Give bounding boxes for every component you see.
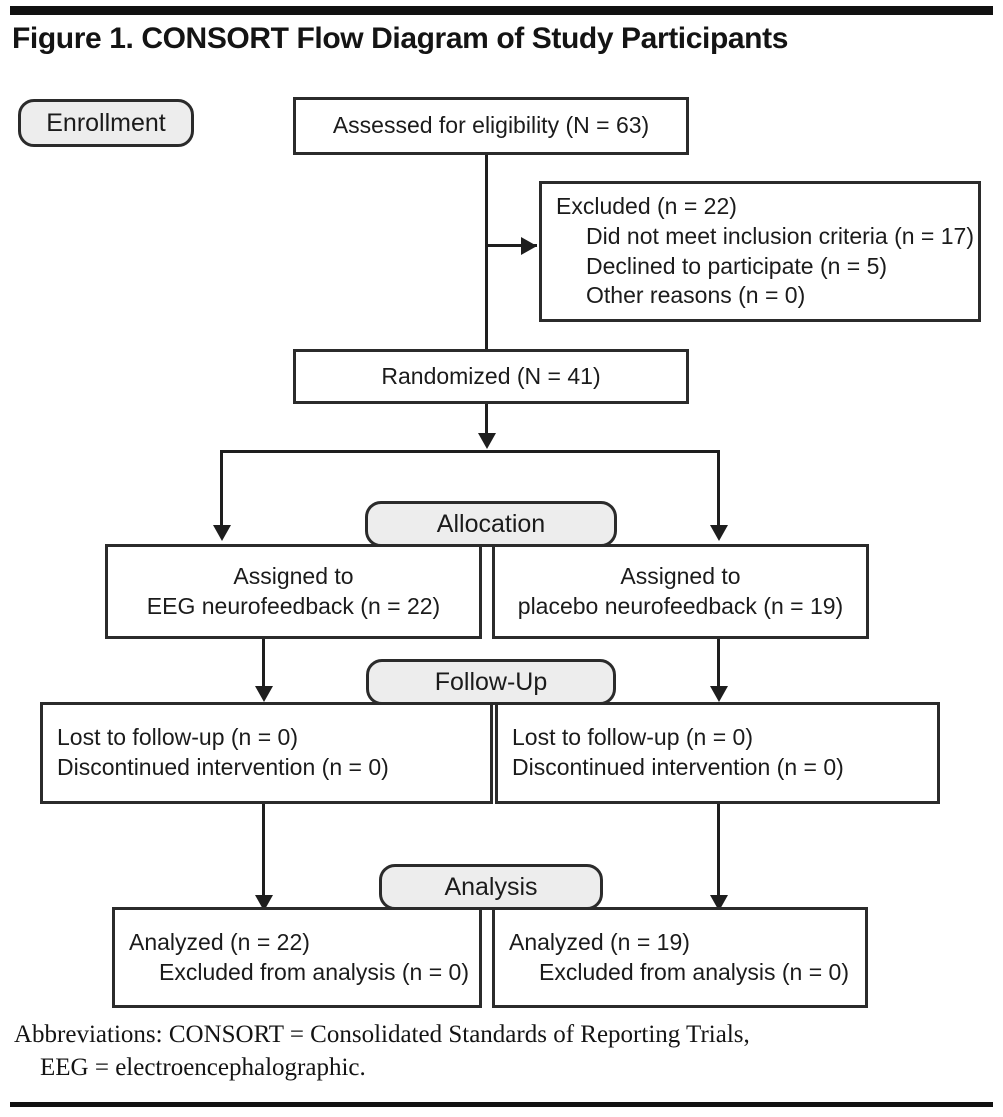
node-followup-right: Lost to follow-up (n = 0) Discontinued i… bbox=[495, 702, 940, 804]
connector-split-bar bbox=[220, 450, 720, 453]
page-title: Figure 1. CONSORT Flow Diagram of Study … bbox=[12, 22, 788, 55]
arrowhead-randomized-split-icon bbox=[478, 433, 496, 449]
node-excluded-line-3: Declined to participate (n = 5) bbox=[586, 252, 888, 279]
arrowhead-to-followup-left-icon bbox=[255, 686, 273, 702]
arrowhead-to-allocated-right-icon bbox=[710, 525, 728, 541]
arrowhead-to-allocated-left-icon bbox=[213, 525, 231, 541]
node-excluded-line-4: Other reasons (n = 0) bbox=[586, 282, 806, 309]
node-analyzed-left: Analyzed (n = 22) Excluded from analysis… bbox=[112, 907, 482, 1008]
node-excluded-line-1: Excluded (n = 22) bbox=[556, 192, 737, 219]
stage-label-analysis: Analysis bbox=[379, 864, 603, 910]
node-analyzed-left-line-2: Excluded from analysis (n = 0) bbox=[159, 958, 469, 985]
node-allocated-right: Assigned to placebo neurofeedback (n = 1… bbox=[492, 544, 869, 639]
node-analyzed-right-line-1: Analyzed (n = 19) bbox=[509, 928, 690, 955]
connector-followup-right-to-analysis bbox=[717, 804, 720, 900]
arrowhead-to-excluded-icon bbox=[521, 237, 537, 255]
connector-assessed-to-randomized bbox=[485, 155, 488, 349]
stage-label-allocation: Allocation bbox=[365, 501, 617, 547]
node-analyzed-left-line-1: Analyzed (n = 22) bbox=[129, 928, 310, 955]
node-randomized: Randomized (N = 41) bbox=[293, 349, 689, 404]
node-assessed-for-eligibility: Assessed for eligibility (N = 63) bbox=[293, 97, 689, 155]
stage-label-follow-up: Follow-Up bbox=[366, 659, 616, 705]
connector-randomized-down bbox=[485, 404, 488, 440]
node-allocated-left: Assigned to EEG neurofeedback (n = 22) bbox=[105, 544, 482, 639]
connector-allocated-left-to-followup bbox=[262, 639, 265, 691]
connector-followup-left-to-analysis bbox=[262, 804, 265, 900]
node-excluded: Excluded (n = 22) Did not meet inclusion… bbox=[539, 181, 981, 322]
node-followup-left: Lost to follow-up (n = 0) Discontinued i… bbox=[40, 702, 493, 804]
node-randomized-line-1: Randomized (N = 41) bbox=[381, 362, 601, 389]
top-rule bbox=[10, 6, 993, 15]
node-analyzed-right-line-2: Excluded from analysis (n = 0) bbox=[539, 958, 849, 985]
node-allocated-right-line-1: Assigned to bbox=[620, 562, 741, 589]
node-followup-right-line-1: Lost to follow-up (n = 0) bbox=[512, 724, 753, 751]
connector-assessed-to-excluded bbox=[485, 244, 537, 247]
connector-split-left-leg bbox=[220, 450, 223, 530]
node-analyzed-right: Analyzed (n = 19) Excluded from analysis… bbox=[492, 907, 868, 1008]
node-allocated-left-line-2: EEG neurofeedback (n = 22) bbox=[146, 592, 441, 619]
bottom-rule bbox=[10, 1102, 993, 1107]
footnote-line-1: Abbreviations: CONSORT = Consolidated St… bbox=[14, 1021, 750, 1048]
node-followup-left-line-1: Lost to follow-up (n = 0) bbox=[57, 724, 298, 751]
footnote-line-2: EEG = electroencephalographic. bbox=[40, 1054, 366, 1081]
node-allocated-left-line-1: Assigned to bbox=[233, 562, 354, 589]
abbreviations-footnote: Abbreviations: CONSORT = Consolidated St… bbox=[14, 1018, 989, 1084]
node-allocated-right-line-2: placebo neurofeedback (n = 19) bbox=[517, 592, 844, 619]
arrowhead-to-followup-right-icon bbox=[710, 686, 728, 702]
node-followup-right-line-2: Discontinued intervention (n = 0) bbox=[512, 754, 844, 780]
connector-allocated-right-to-followup bbox=[717, 639, 720, 691]
node-excluded-line-2: Did not meet inclusion criteria (n = 17) bbox=[586, 222, 974, 249]
node-assessed-line-1: Assessed for eligibility (N = 63) bbox=[332, 112, 650, 139]
stage-label-enrollment: Enrollment bbox=[18, 99, 194, 147]
node-followup-left-line-2: Discontinued intervention (n = 0) bbox=[57, 754, 389, 780]
connector-split-right-leg bbox=[717, 450, 720, 530]
